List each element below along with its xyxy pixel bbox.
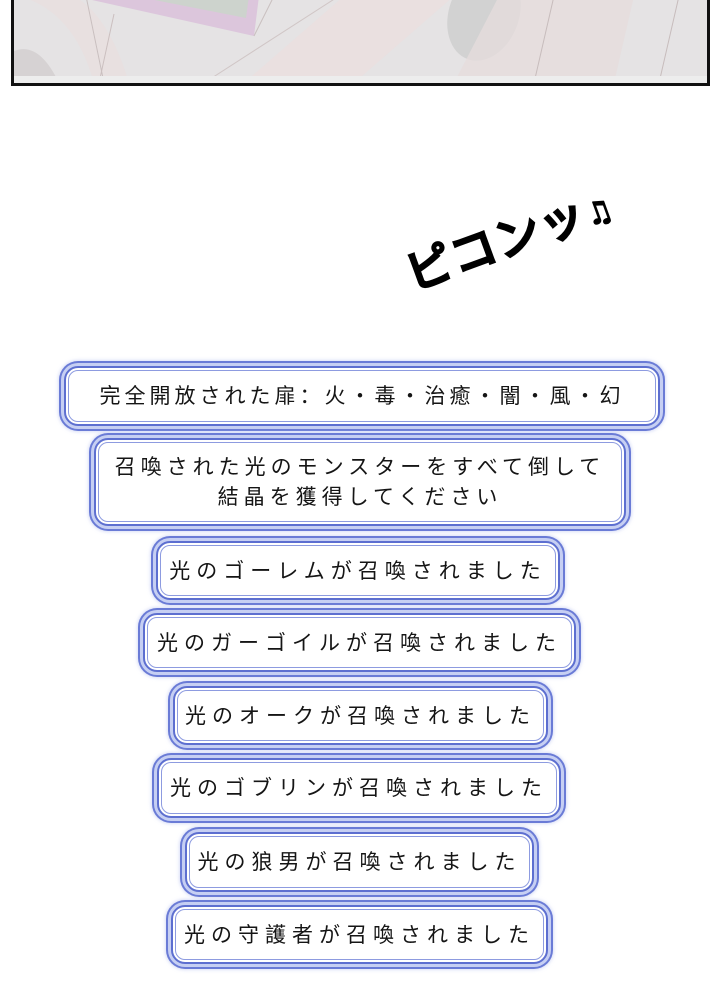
system-message-text: 光の狼男が召喚されました: [197, 850, 522, 874]
sound-effect-label: ピコンッ: [398, 185, 595, 302]
system-message-text: 光のガーゴイルが召喚されました: [157, 630, 562, 655]
sound-effect-text: ピコンッ♫: [395, 168, 620, 304]
abstract-background-art: [14, 0, 707, 83]
system-message-goblin-summoned: 光のゴブリンが召喚されました: [157, 758, 561, 818]
system-message-gargoyle-summoned: 光のガーゴイルが召喚されました: [143, 613, 576, 672]
system-message-text: 光の守護者が召喚されました: [184, 922, 535, 947]
system-message-text: 光のオークが召喚されました: [185, 703, 536, 728]
system-message-quest: 召喚された光のモンスターをすべて倒して 結晶を獲得してください: [94, 438, 626, 526]
system-message-text: 光のゴーレムが召喚されました: [169, 558, 547, 583]
system-message-opened-doors: 完全開放された扉：火・毒・治癒・闇・風・幻: [64, 366, 660, 426]
system-message-guardian-summoned: 光の守護者が召喚されました: [171, 905, 548, 964]
comic-panel-illustration: [11, 0, 710, 86]
system-message-text: 完全開放された扉：火・毒・治癒・闇・風・幻: [99, 384, 625, 408]
system-message-werewolf-summoned: 光の狼男が召喚されました: [185, 832, 534, 892]
system-message-golem-summoned: 光のゴーレムが召喚されました: [156, 541, 560, 600]
system-message-text: 光のゴブリンが召喚されました: [170, 776, 548, 800]
system-message-text: 召喚された光のモンスターをすべて倒して 結晶を獲得してください: [114, 455, 606, 509]
system-message-orc-summoned: 光のオークが召喚されました: [173, 686, 548, 745]
